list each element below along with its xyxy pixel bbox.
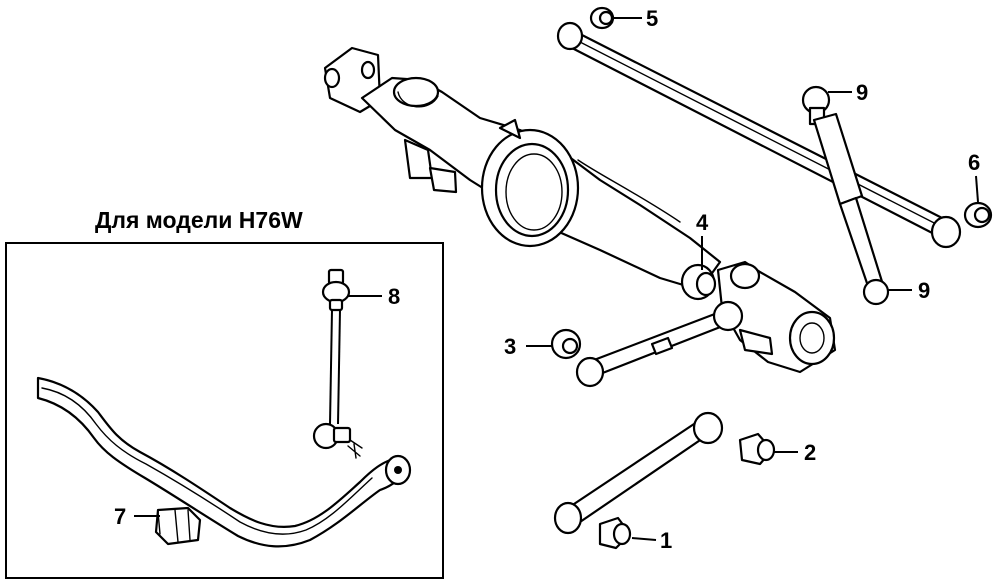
lower-arm-bushing-front: [598, 516, 632, 550]
upper-arm-bushing-front: [589, 6, 615, 30]
lateral-rod: [575, 300, 744, 388]
callout-7: 7: [114, 504, 126, 529]
callout-6: 6: [968, 150, 980, 175]
shock-absorber: [801, 85, 890, 306]
callout-2: 2: [804, 440, 816, 465]
leader-lines: [134, 17, 979, 541]
inset-frame: [5, 242, 444, 579]
lower-control-arm: [553, 411, 724, 535]
stabilizer-link: [312, 268, 363, 459]
callout-5: 5: [646, 6, 658, 31]
callout-4: 4: [696, 210, 709, 235]
callout-9-shock-top: 9: [856, 80, 868, 105]
callout-9-shock-bottom: 9: [918, 278, 930, 303]
rear-axle-housing: [323, 46, 837, 374]
callout-8: 8: [388, 284, 400, 309]
lateral-rod-bushing: [550, 328, 582, 360]
inset-heading: Для модели H76W: [95, 207, 303, 233]
stabilizer-bar: [36, 376, 412, 548]
upper-arm-bushing-rear: [963, 201, 993, 229]
lower-arm-bushing-rear: [738, 432, 776, 466]
stabilizer-bushing: [154, 506, 202, 546]
callout-3: 3: [504, 334, 516, 359]
axle-bushing: [680, 263, 717, 301]
callout-1: 1: [660, 528, 672, 553]
